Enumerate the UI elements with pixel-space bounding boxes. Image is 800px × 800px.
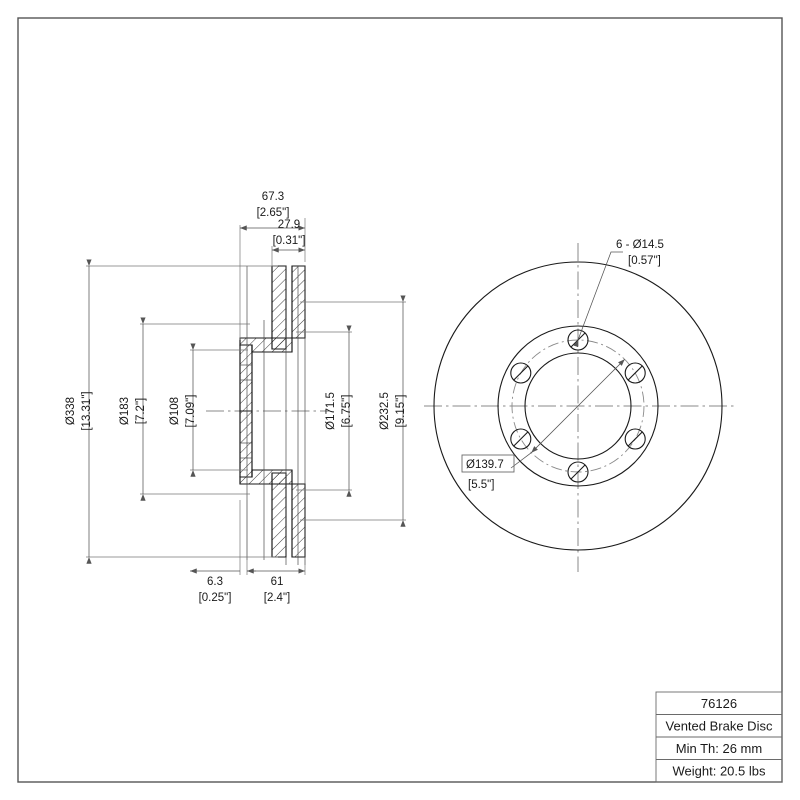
dimension-ring-diameter: Ø232.5 [9.15"] <box>300 295 407 527</box>
dim-overall-width-metric: 67.3 <box>262 191 284 203</box>
sheet-border <box>17 17 783 783</box>
title-block: 76126 Vented Brake Disc Min Th: 26 mm We… <box>655 691 783 783</box>
dim-inner-ring-metric: Ø171.5 <box>325 392 337 430</box>
cross-section-view <box>206 265 330 565</box>
dim-hat-thickness-imperial: [0.25"] <box>199 592 232 604</box>
section-hat-wall-upper <box>239 344 253 412</box>
dim-center-bore-metric: Ø108 <box>169 397 181 425</box>
title-block-min-thickness: Min Th: 26 mm <box>676 741 762 756</box>
callout-bolt-circle-imperial: [5.5"] <box>468 479 494 491</box>
face-hat-outer-circle <box>497 325 659 487</box>
dimension-hat-outer-diameter: Ø183 [7.2"] <box>119 317 250 501</box>
dim-outer-diameter-metric: Ø338 <box>65 397 77 425</box>
dim-ring-diameter-imperial: [9.15"] <box>395 395 407 428</box>
dimension-overall-width: 67.3 [2.65"] <box>239 191 306 340</box>
dim-hat-outer-imperial: [7.2"] <box>135 398 147 424</box>
bolt-hole-6 <box>510 362 532 384</box>
callout-bolt-circle: Ø139.7 [5.5"] <box>461 359 625 491</box>
bolt-hole-4 <box>567 461 589 483</box>
dimension-outer-diameter: Ø338 [13.31"] <box>65 259 278 564</box>
dim-inner-ring-imperial: [6.75"] <box>341 395 353 428</box>
bolt-hole-3 <box>624 428 646 450</box>
dim-outer-diameter-imperial: [13.31"] <box>81 391 93 430</box>
section-outboard-friction-wall-lower <box>271 472 287 558</box>
dim-overall-width-imperial: [2.65"] <box>257 207 290 219</box>
callout-bolt-holes: 6 - Ø14.5 [0.57"] <box>573 239 664 348</box>
dim-hat-depth-imperial: [2.4"] <box>264 592 290 604</box>
title-block-description: Vented Brake Disc <box>666 719 773 734</box>
section-inboard-friction-wall-lower <box>291 483 306 558</box>
dim-hat-depth-metric: 61 <box>271 576 284 588</box>
dimension-hat-thickness: 6.3 [0.25"] <box>190 500 256 604</box>
callout-bolt-holes-imperial: [0.57"] <box>628 255 661 267</box>
section-hat-step-marks <box>240 364 252 459</box>
face-view: 6 - Ø14.5 [0.57"] Ø139.7 [5.5"] <box>424 239 734 572</box>
section-outboard-friction-wall-upper <box>271 265 287 350</box>
section-hat-wall-lower <box>239 410 253 478</box>
dim-hat-outer-metric: Ø183 <box>119 397 131 425</box>
dim-friction-ring-imperial: [0.31"] <box>273 235 306 247</box>
dim-ring-diameter-metric: Ø232.5 <box>379 392 391 430</box>
face-center-bore-circle <box>524 352 632 460</box>
title-block-weight: Weight: 20.5 lbs <box>673 764 766 779</box>
title-block-part-number: 76126 <box>701 696 737 711</box>
dim-hat-thickness-metric: 6.3 <box>207 576 223 588</box>
face-bolt-holes <box>510 329 646 483</box>
callout-bolt-holes-metric: 6 - Ø14.5 <box>616 239 664 251</box>
dimension-inner-ring-diameter: Ø171.5 [6.75"] <box>296 325 353 497</box>
dimension-friction-ring-width: 27.9 [0.31"] <box>271 219 306 266</box>
dimension-center-bore: Ø108 [7.09"] <box>169 343 248 477</box>
dim-center-bore-imperial: [7.09"] <box>185 395 197 428</box>
bolt-hole-2 <box>624 362 646 384</box>
callout-bolt-circle-metric: Ø139.7 <box>466 459 504 471</box>
dimension-hat-depth: 61 [2.4"] <box>247 560 306 604</box>
bolt-hole-5 <box>510 428 532 450</box>
face-outer-diameter-circle <box>433 261 723 551</box>
dim-friction-ring-metric: 27.9 <box>278 219 300 231</box>
